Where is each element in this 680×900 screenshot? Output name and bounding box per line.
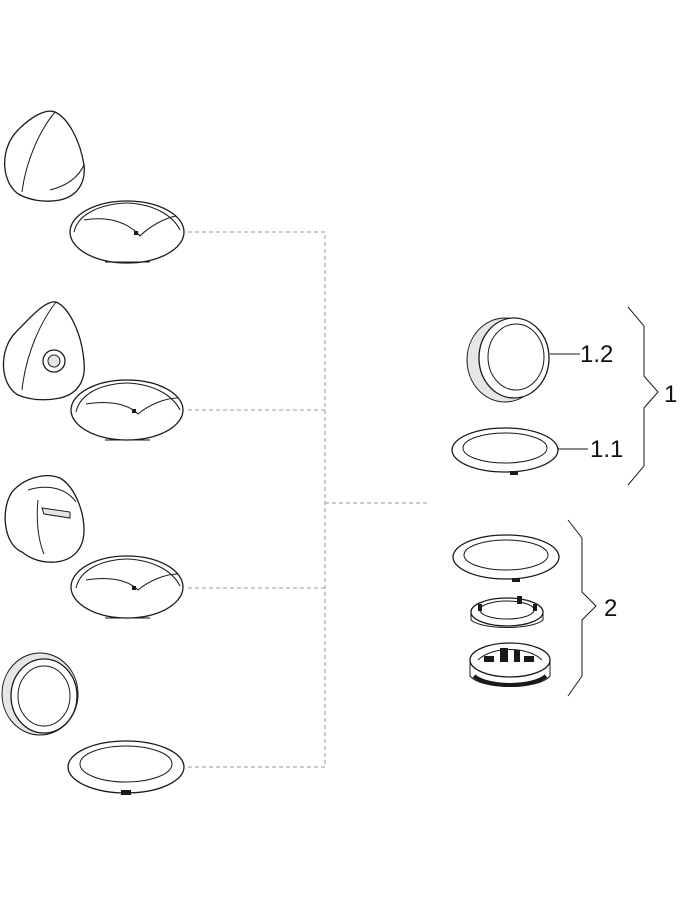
connector-trunk <box>188 231 326 768</box>
dome-cover-with-slot <box>4 475 85 563</box>
part-2-ring <box>470 596 544 628</box>
oval-plate-1 <box>69 200 185 264</box>
flat-round-plate-4 <box>67 740 185 795</box>
part-2-base <box>469 642 551 687</box>
dome-cover-plain <box>4 110 85 202</box>
oval-plate-2 <box>70 379 184 441</box>
bracket-2 <box>567 519 597 697</box>
label-part-1-1: 1.1 <box>590 436 623 463</box>
round-cap <box>1 652 79 736</box>
dashed-connectors <box>188 231 430 768</box>
label-part-1: 1 <box>664 381 677 408</box>
brackets <box>567 306 659 697</box>
part-2-plate <box>452 534 560 582</box>
bracket-1 <box>627 306 659 486</box>
leader-lines <box>550 353 588 450</box>
label-part-1-2: 1.2 <box>580 341 613 368</box>
oval-plate-3 <box>70 555 184 619</box>
part-1-1-flat-plate <box>451 427 559 475</box>
part-1-2-round-cap <box>466 317 550 403</box>
label-part-2: 2 <box>604 595 617 622</box>
dome-cover-with-opening <box>2 301 85 401</box>
